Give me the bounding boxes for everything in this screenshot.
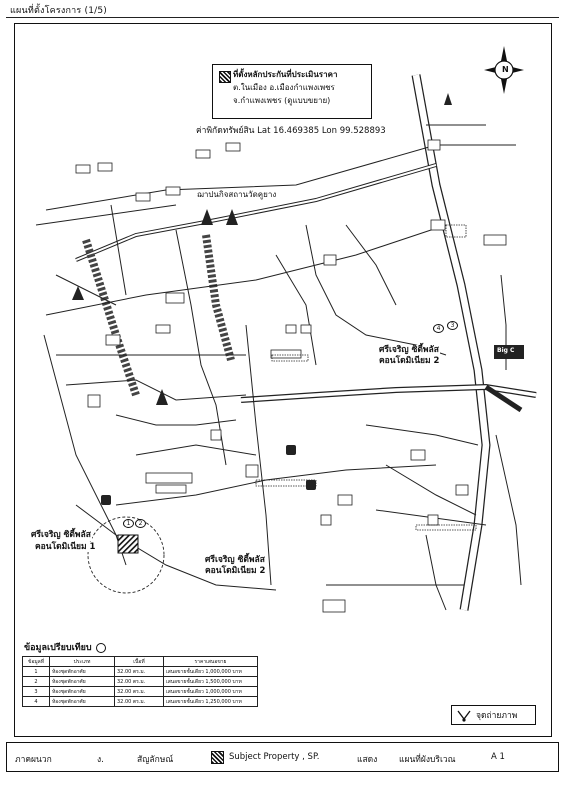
project-1-label-line2: คอนโดมิเนียม 1 — [34, 542, 97, 552]
col-area: เนื้อที่ — [114, 656, 164, 667]
legend-line-1: ที่ตั้งหลักประกันที่ประเมินราคา — [233, 70, 338, 79]
table-row: 3 ห้องชุดพักอาศัย 32.00 ตร.ม. เสนอขายชั้… — [22, 686, 258, 697]
footer-hatch-swatch — [211, 751, 224, 764]
col-no: ข้อมูลที่ — [22, 656, 50, 667]
footer-bar: ภาคผนวก ง. สัญลักษณ์ Subject Property , … — [6, 742, 559, 772]
comparison-title: ข้อมูลเปรียบเทียบ — [24, 640, 106, 654]
photo-point-label: จุดถ่ายภาพ — [476, 711, 518, 721]
row-type: ห้องชุดพักอาศัย — [49, 666, 115, 677]
comparable-marker-4: 4 — [433, 324, 444, 333]
page-header: แผนที่ตั้งโครงการ (1/5) — [10, 6, 107, 16]
footer-symbol-value: Subject Property , SP. — [229, 752, 320, 762]
row-price: เสนอขายชั้นเดียว 1,500,000 บาท — [163, 676, 258, 687]
row-price: เสนอขายชั้นเดียว 1,250,000 บาท — [163, 696, 258, 707]
footer-show-label: แสดง — [357, 755, 378, 765]
footer-symbol-label: สัญลักษณ์ — [137, 755, 174, 765]
comparison-title-text: ข้อมูลเปรียบเทียบ — [24, 643, 92, 653]
north-label: N — [502, 65, 509, 74]
project-1-label-line1: ศรีเจริญ ซิตี้พลัส — [30, 530, 92, 540]
row-no: 1 — [22, 666, 50, 677]
row-no: 4 — [22, 696, 50, 707]
row-area: 32.00 ตร.ม. — [114, 676, 164, 687]
comparable-marker-2: 2 — [135, 519, 146, 528]
row-price: เสนอขายชั้นเดียว 1,000,000 บาท — [163, 666, 258, 677]
big-c-label: Big C — [497, 347, 515, 354]
table-row: 1 ห้องชุดพักอาศัย 32.00 ตร.ม. เสนอขายชั้… — [22, 666, 258, 677]
subject-legend: ที่ตั้งหลักประกันที่ประเมินราคา ต.ในเมือ… — [212, 64, 372, 119]
table-header-row: ข้อมูลที่ ประเภท เนื้อที่ ราคาเสนอขาย — [22, 656, 258, 667]
header-divider — [6, 17, 559, 18]
comparison-table: ข้อมูลที่ ประเภท เนื้อที่ ราคาเสนอขาย 1 … — [22, 656, 258, 707]
row-no: 2 — [22, 676, 50, 687]
footer-code: A 1 — [491, 752, 505, 762]
row-type: ห้องชุดพักอาศัย — [49, 686, 115, 697]
legend-line-2: ต.ในเมือง อ.เมืองกำแพงเพชร — [233, 83, 335, 92]
row-type: ห้องชุดพักอาศัย — [49, 696, 115, 707]
footer-show-value: แผนที่ผังบริเวณ — [399, 755, 456, 765]
row-area: 32.00 ตร.ม. — [114, 666, 164, 677]
comparable-marker-3: 3 — [447, 321, 458, 330]
temple-label: ฌาปนกิจสถานวัดคูยาง — [196, 190, 278, 199]
project-3-label-line1: ศรีเจริญ ซิตี้พลัส — [378, 345, 440, 355]
row-area: 32.00 ตร.ม. — [114, 696, 164, 707]
project-2-label-line1: ศรีเจริญ ซิตี้พลัส — [204, 555, 266, 565]
subject-hatch-swatch — [219, 71, 231, 83]
map-frame — [14, 23, 552, 737]
row-area: 32.00 ตร.ม. — [114, 686, 164, 697]
project-2-label-line2: คอนโดมิเนียม 2 — [204, 566, 267, 576]
footer-region-label: ภาคผนวก — [15, 755, 52, 765]
col-type: ประเภท — [49, 656, 115, 667]
row-type: ห้องชุดพักอาศัย — [49, 676, 115, 687]
row-price: เสนอขายชั้นเดียว 1,000,000 บาท — [163, 686, 258, 697]
photo-point-legend: จุดถ่ายภาพ — [451, 705, 536, 725]
table-row: 2 ห้องชุดพักอาศัย 32.00 ตร.ม. เสนอขายชั้… — [22, 676, 258, 687]
project-3-label-line2: คอนโดมิเนียม 2 — [378, 356, 441, 366]
camera-angle-icon — [457, 710, 471, 722]
footer-region-value: ง. — [97, 755, 104, 765]
circle-icon — [95, 642, 106, 653]
row-no: 3 — [22, 686, 50, 697]
north-arrow-icon — [484, 46, 524, 94]
legend-line-3: จ.กำแพงเพชร (ดูแบบขยาย) — [233, 96, 331, 105]
table-row: 4 ห้องชุดพักอาศัย 32.00 ตร.ม. เสนอขายชั้… — [22, 696, 258, 707]
comparable-marker-1: 1 — [123, 519, 134, 528]
property-coordinates: ค่าพิกัดทรัพย์สิน Lat 16.469385 Lon 99.5… — [196, 126, 386, 136]
location-map — [35, 74, 537, 613]
col-price: ราคาเสนอขาย — [163, 656, 258, 667]
